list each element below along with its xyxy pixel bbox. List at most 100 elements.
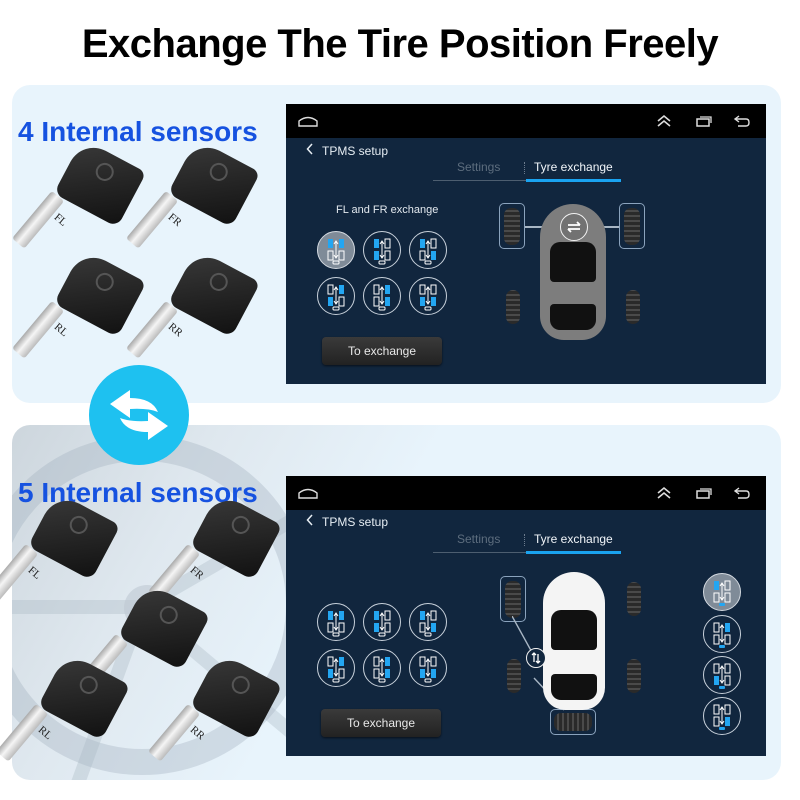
- sensor-body: [37, 651, 131, 741]
- option-fl-fr[interactable]: [317, 231, 355, 269]
- tire-fl-highlight: [500, 576, 526, 622]
- back-label: TPMS setup: [322, 143, 389, 158]
- spare-tire: [554, 713, 592, 731]
- sensor-body: [167, 248, 261, 338]
- option-fl-rl[interactable]: [363, 231, 401, 269]
- tire-rl: [506, 290, 520, 324]
- swap-fr-spare-icon: [713, 622, 731, 648]
- swap-arrows-icon: [89, 365, 189, 465]
- swap-horizontal-icon: [560, 213, 588, 241]
- tab-bar: Settings Tyre exchange: [433, 532, 621, 554]
- tire-fr: [624, 208, 640, 245]
- tire-rr: [626, 290, 640, 324]
- swap-rr-spare-icon: [713, 704, 731, 730]
- swap-fl-rr-icon: [419, 238, 437, 265]
- tab-tyre-exchange[interactable]: Tyre exchange: [534, 532, 613, 546]
- home-icon[interactable]: [298, 112, 318, 130]
- option-fl-spare[interactable]: [703, 573, 741, 611]
- tire-fl-highlight: [499, 203, 525, 249]
- tire-fl: [505, 581, 521, 618]
- option-rl-rr[interactable]: [409, 649, 447, 687]
- swap-fr-rr-icon: [373, 656, 390, 683]
- option-rr-spare[interactable]: [703, 697, 741, 735]
- tab-bar: Settings Tyre exchange: [433, 160, 621, 182]
- tpms-screen-4: TPMS setup Settings Tyre exchange FL and…: [286, 104, 766, 384]
- tab-divider: [524, 162, 525, 174]
- tab-active-underline: [526, 179, 621, 182]
- sensor-body: [53, 248, 147, 338]
- chevron-left-icon: [306, 143, 314, 158]
- swap-rl-spare-icon: [713, 663, 731, 689]
- car-windshield: [550, 242, 596, 282]
- option-fl-rr[interactable]: [409, 231, 447, 269]
- sensor-label: FR: [165, 211, 184, 229]
- sensor-body: [117, 581, 211, 671]
- swap-vertical-icon: [526, 648, 546, 668]
- back-icon[interactable]: [732, 112, 752, 130]
- sensor-label: RL: [35, 723, 55, 743]
- car-rear-window: [550, 304, 596, 330]
- option-rl-rr[interactable]: [409, 277, 447, 315]
- sensor-fl: FL: [12, 138, 147, 262]
- car-windshield: [551, 610, 597, 650]
- tab-underline: [433, 552, 526, 553]
- tab-underline: [433, 180, 526, 181]
- option-fl-rl[interactable]: [363, 603, 401, 641]
- tab-active-underline: [526, 551, 621, 554]
- option-fr-rr[interactable]: [363, 649, 401, 687]
- swap-fr-rl-icon: [327, 656, 345, 683]
- tab-settings[interactable]: Settings: [457, 532, 501, 546]
- sensor-body: [167, 138, 261, 228]
- option-fr-rl[interactable]: [317, 649, 355, 687]
- sensor-body: [189, 491, 283, 581]
- swap-fl-fr-icon: [327, 611, 345, 637]
- sensor-fl: FL: [0, 491, 121, 615]
- option-fr-spare[interactable]: [703, 615, 741, 653]
- option-fr-rr[interactable]: [363, 277, 401, 315]
- option-fr-rl[interactable]: [317, 277, 355, 315]
- swap-fl-spare-icon: [713, 580, 731, 606]
- sensor-body: [53, 138, 147, 228]
- tab-settings[interactable]: Settings: [457, 160, 501, 174]
- chevron-up-double-icon[interactable]: [654, 484, 674, 502]
- sensor-fr: FR: [126, 138, 261, 262]
- tire-fr: [627, 582, 641, 616]
- car-rear-window: [551, 674, 597, 700]
- status-bar: [286, 476, 766, 510]
- sensor-label: FL: [51, 211, 70, 229]
- tire-rr: [627, 659, 641, 693]
- chevron-up-double-icon[interactable]: [654, 112, 674, 130]
- to-exchange-button[interactable]: To exchange: [322, 337, 442, 365]
- tpms-screen-5: TPMS setup Settings Tyre exchange To exc…: [286, 476, 766, 756]
- back-button[interactable]: TPMS setup: [306, 143, 388, 158]
- headline: Exchange The Tire Position Freely: [81, 22, 719, 66]
- sensor-label: FR: [187, 564, 206, 582]
- sensor-rr: RR: [148, 651, 283, 775]
- sensor-body: [27, 491, 121, 581]
- option-fl-rr[interactable]: [409, 603, 447, 641]
- recent-apps-icon[interactable]: [694, 112, 714, 130]
- option-rl-spare[interactable]: [703, 656, 741, 694]
- swap-fl-rl-icon: [374, 238, 391, 265]
- sensor-rr: RR: [126, 248, 261, 372]
- exchange-caption: FL and FR exchange: [336, 204, 439, 216]
- back-label: TPMS setup: [322, 514, 389, 529]
- tire-rl: [507, 659, 521, 693]
- to-exchange-button[interactable]: To exchange: [321, 709, 441, 737]
- status-bar: [286, 104, 766, 138]
- back-button[interactable]: TPMS setup: [306, 514, 388, 529]
- swap-fl-fr-icon: [327, 239, 345, 265]
- sensor-label: FL: [25, 564, 44, 582]
- four-sensors-title: 4 Internal sensors: [18, 116, 258, 147]
- tab-tyre-exchange[interactable]: Tyre exchange: [534, 160, 613, 174]
- option-fl-fr[interactable]: [317, 603, 355, 641]
- home-icon[interactable]: [298, 484, 318, 502]
- back-icon[interactable]: [732, 484, 752, 502]
- swap-fr-rl-icon: [327, 284, 345, 311]
- car-top-view: [543, 572, 605, 710]
- tab-divider: [524, 534, 525, 546]
- chevron-left-icon: [306, 514, 314, 529]
- recent-apps-icon[interactable]: [694, 484, 714, 502]
- swap-fr-rr-icon: [373, 284, 390, 311]
- swap-fl-rr-icon: [419, 610, 437, 637]
